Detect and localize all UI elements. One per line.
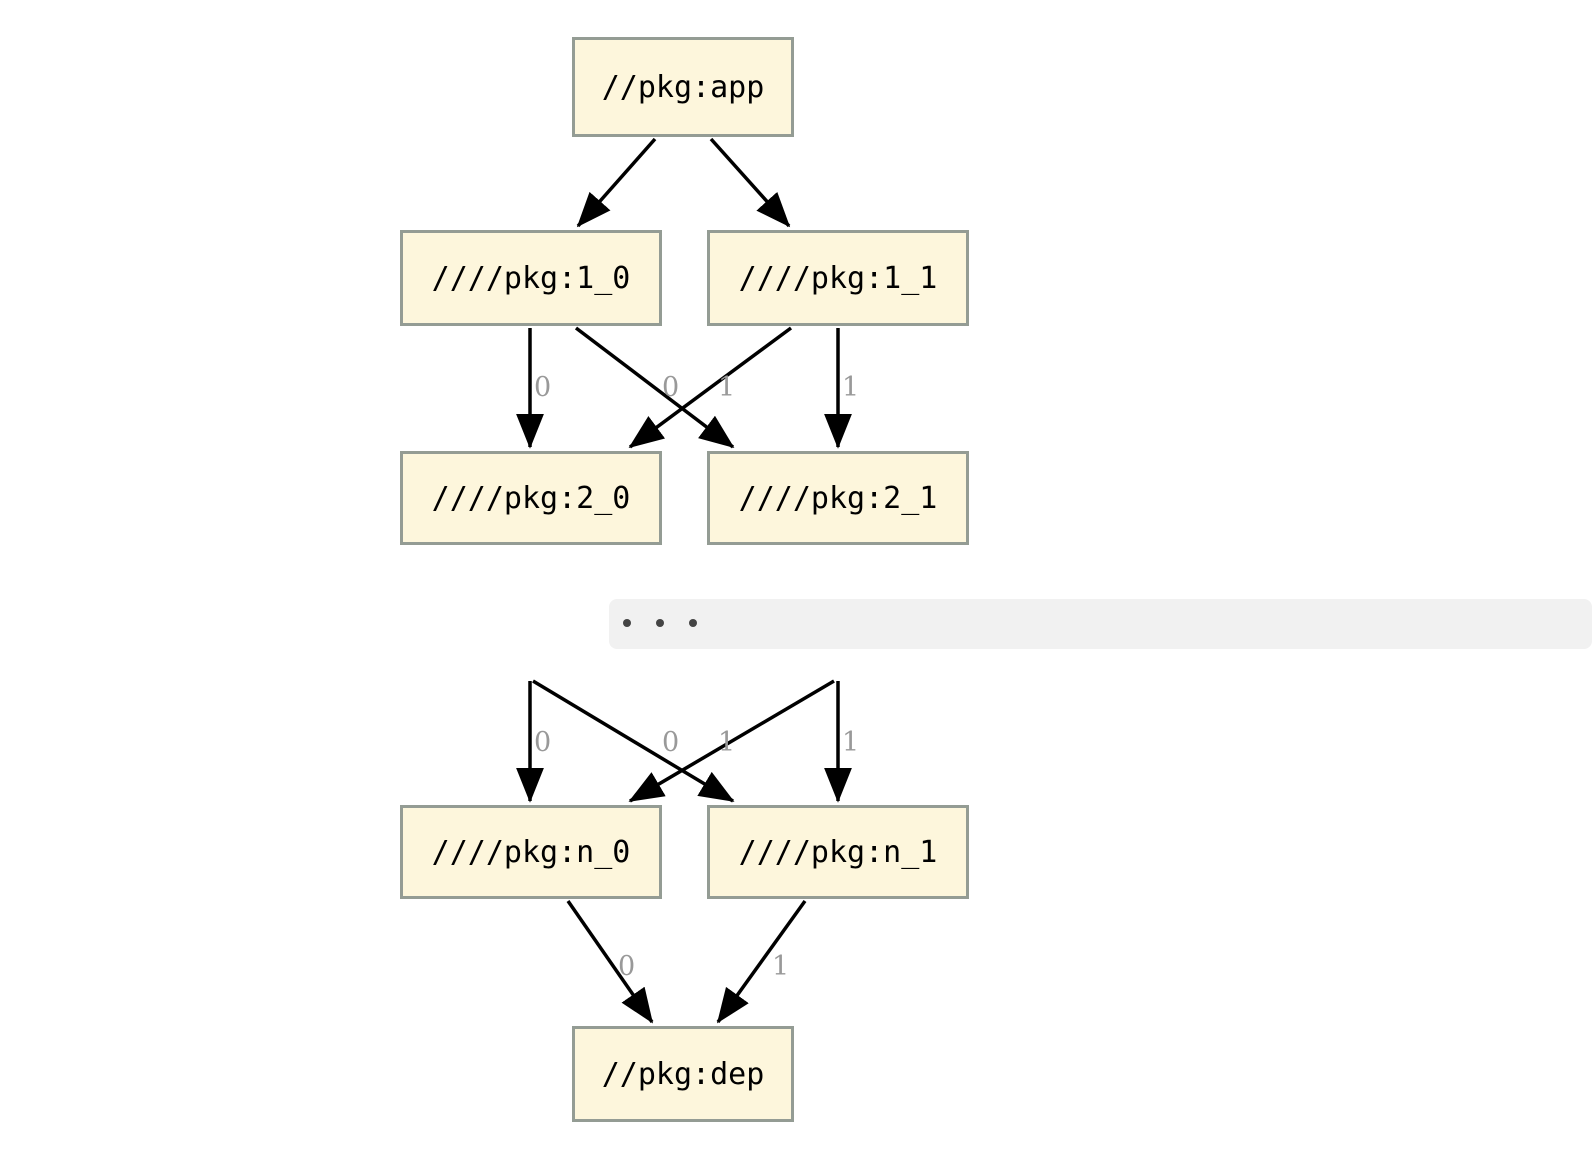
- edge-label: 1: [718, 372, 736, 403]
- node-ln_0[interactable]: ////pkg:n_0: [400, 805, 662, 899]
- edge-app-to-l1_0: [576, 137, 657, 228]
- edge-label: 0: [662, 727, 680, 758]
- ellipsis-separator: [609, 599, 1592, 649]
- node-label: ////pkg:2_1: [738, 480, 938, 516]
- edge-label: 0: [534, 372, 552, 403]
- edge-label: 0: [618, 951, 636, 982]
- edge-label: 1: [772, 951, 790, 982]
- edge-app-to-l1_1: [709, 137, 791, 228]
- node-label: ////pkg:1_0: [431, 260, 631, 296]
- edge-ln_0-to-dep: [566, 900, 654, 1024]
- node-label: //pkg:app: [601, 69, 765, 105]
- edge-ln_1-to-dep: [716, 899, 807, 1024]
- node-l2_0[interactable]: ////pkg:2_0: [400, 451, 662, 545]
- edge-label: 0: [534, 727, 552, 758]
- edge-l1_1-to-l2_0: [628, 326, 793, 449]
- node-label: //pkg:dep: [601, 1056, 765, 1092]
- node-label: ////pkg:n_1: [738, 834, 938, 870]
- edge-src-to-ln_1: [532, 679, 735, 803]
- ellipsis-dot: [689, 619, 697, 627]
- edge-l1_0-to-l2_1: [574, 326, 735, 449]
- node-label: ////pkg:2_0: [431, 480, 631, 516]
- node-l2_1[interactable]: ////pkg:2_1: [707, 451, 969, 545]
- node-label: ////pkg:1_1: [738, 260, 938, 296]
- node-l1_1[interactable]: ////pkg:1_1: [707, 230, 969, 326]
- edge-src-to-ln_0: [628, 679, 835, 803]
- node-label: ////pkg:n_0: [431, 834, 631, 870]
- node-app[interactable]: //pkg:app: [572, 37, 794, 137]
- edge-label: 1: [842, 727, 860, 758]
- ellipsis-dots: [623, 619, 697, 627]
- edge-label: 1: [842, 372, 860, 403]
- node-ln_1[interactable]: ////pkg:n_1: [707, 805, 969, 899]
- ellipsis-dot: [623, 619, 631, 627]
- node-dep[interactable]: //pkg:dep: [572, 1026, 794, 1122]
- ellipsis-dot: [656, 619, 664, 627]
- edge-label: 1: [718, 727, 736, 758]
- edge-label: 0: [662, 372, 680, 403]
- node-l1_0[interactable]: ////pkg:1_0: [400, 230, 662, 326]
